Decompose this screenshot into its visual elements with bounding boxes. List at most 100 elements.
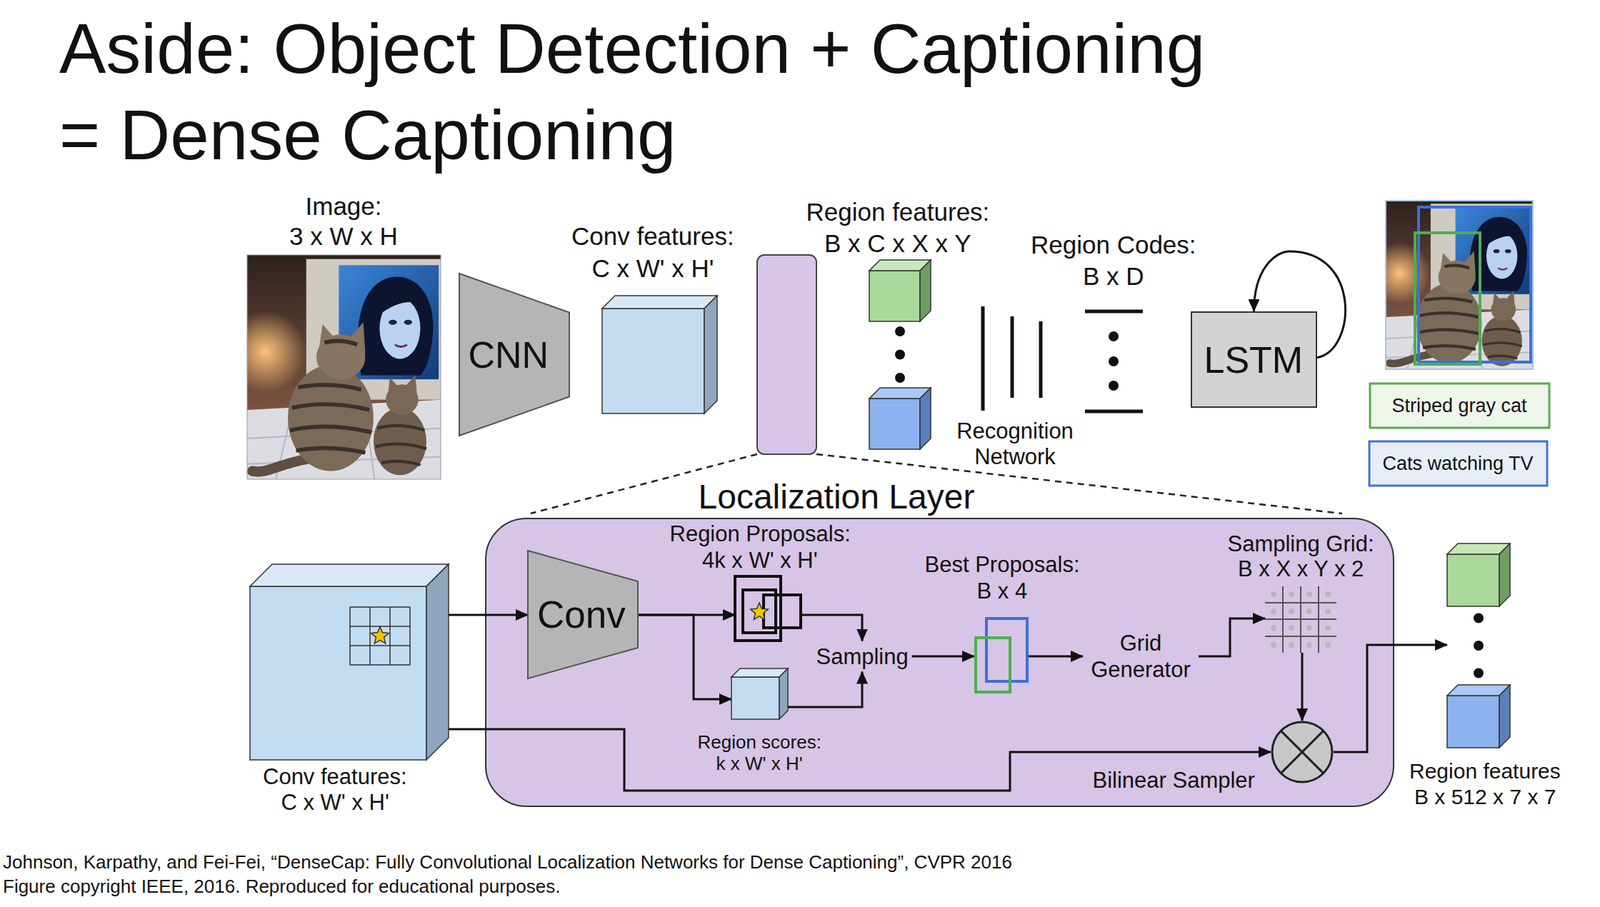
node-heading: Conv bbox=[537, 592, 626, 638]
dimension-text: C x W' x H' bbox=[281, 789, 390, 816]
detection-box bbox=[1418, 207, 1531, 363]
cube-front bbox=[869, 398, 920, 450]
connector-arrow bbox=[1198, 618, 1265, 657]
grid-dot bbox=[1306, 591, 1313, 598]
input-image-shape bbox=[247, 255, 441, 480]
grid-dot bbox=[1325, 608, 1331, 615]
dot bbox=[1108, 380, 1119, 391]
sampling-step: Sampling bbox=[812, 641, 913, 673]
grid-dot bbox=[1270, 625, 1277, 631]
sampler-circle bbox=[1272, 722, 1333, 783]
grid-dot bbox=[1306, 625, 1313, 631]
node-text: Grid Generator bbox=[1086, 630, 1195, 683]
proposal-box bbox=[975, 637, 1010, 693]
dimension-text: 3 x W x H bbox=[289, 221, 398, 252]
cube-top bbox=[250, 564, 449, 587]
detection-box bbox=[1415, 232, 1480, 365]
grid-dot bbox=[1306, 608, 1313, 615]
node-heading: Image: bbox=[305, 191, 383, 222]
dot bbox=[1108, 356, 1119, 367]
node-heading: Region Proposals: bbox=[670, 520, 851, 548]
heading-label: Region Codes: bbox=[1030, 230, 1197, 260]
connector-arrow bbox=[637, 615, 732, 700]
cube-front bbox=[602, 308, 705, 414]
feature-cube: Conv features:C x W' x H' bbox=[250, 564, 449, 760]
cube-side bbox=[779, 668, 788, 720]
cube-front bbox=[1447, 554, 1500, 607]
cube bbox=[731, 668, 788, 720]
node-text: Sampling bbox=[816, 643, 909, 670]
photo-frame bbox=[1385, 200, 1533, 370]
grid-line bbox=[1265, 635, 1337, 638]
cube bbox=[869, 260, 931, 322]
photo-frame bbox=[247, 255, 441, 480]
star-marker bbox=[371, 627, 390, 645]
proposal-box bbox=[986, 618, 1028, 682]
dimension-text: C x W' x H' bbox=[592, 253, 715, 284]
code-line bbox=[1085, 410, 1143, 414]
node-heading: Conv features: bbox=[571, 221, 735, 252]
grid-dot bbox=[1288, 591, 1295, 598]
output-image bbox=[1368, 200, 1533, 370]
node-heading: LSTM bbox=[1204, 337, 1304, 383]
box-outline bbox=[1191, 312, 1317, 408]
localization-band bbox=[485, 518, 1394, 807]
cube-top bbox=[602, 295, 718, 309]
grid-line bbox=[350, 606, 410, 608]
caption-box: Cats watching TV bbox=[1368, 440, 1548, 487]
grid-line bbox=[369, 607, 371, 665]
grid-line bbox=[1265, 618, 1337, 620]
cube-front bbox=[250, 586, 427, 760]
copyright-note: Figure copyright IEEE, 2016. Reproduced … bbox=[2, 875, 560, 898]
localization-layer: Localization LayerConvRegion Proposals:4… bbox=[485, 518, 1394, 807]
node-heading: Region scores: bbox=[697, 731, 822, 754]
box-outline bbox=[1370, 383, 1550, 428]
cube-side bbox=[1499, 543, 1510, 607]
connector-arrow bbox=[448, 614, 528, 617]
feature-bar bbox=[757, 255, 817, 455]
grid-line bbox=[389, 607, 391, 665]
node-heading: Striped gray cat bbox=[1392, 394, 1528, 418]
node-heading: Cats watching TV bbox=[1382, 452, 1534, 475]
cube bbox=[1447, 685, 1510, 748]
node-heading: Region features: bbox=[806, 197, 990, 228]
cube-front bbox=[869, 270, 920, 322]
slide-title: Aside: Object Detection + Captioning = D… bbox=[59, 5, 1231, 179]
dot bbox=[895, 326, 905, 337]
dot bbox=[1108, 331, 1119, 342]
dot bbox=[1473, 668, 1484, 679]
node-heading: Localization Layer bbox=[694, 476, 980, 518]
bilinear-sampler-node-shape bbox=[1270, 720, 1334, 784]
proposal-box bbox=[735, 576, 781, 641]
proposal-boxes-shape bbox=[974, 617, 1029, 694]
cube-side bbox=[426, 564, 449, 760]
output-photo bbox=[1368, 200, 1533, 370]
grid-dot bbox=[1270, 591, 1277, 598]
region-feature-stack: Region featuresB x 512 x 7 x 7 bbox=[1447, 543, 1510, 748]
sampling-grid-shape bbox=[1265, 586, 1337, 653]
cross-line bbox=[1281, 731, 1324, 774]
cube-side bbox=[920, 387, 931, 450]
dot bbox=[1473, 613, 1484, 624]
fc-line bbox=[1010, 316, 1015, 398]
node-heading: Sampling Grid: bbox=[1227, 530, 1375, 558]
grid-dot bbox=[1306, 642, 1313, 648]
node-heading: Conv features: bbox=[262, 763, 408, 790]
grid-dot bbox=[1325, 625, 1331, 631]
star-marker bbox=[750, 602, 769, 620]
grid-line bbox=[409, 607, 411, 665]
dimension-text: B x 512 x 7 x 7 bbox=[1414, 784, 1556, 810]
dot bbox=[895, 350, 905, 360]
connector-arrow bbox=[1301, 652, 1304, 721]
grid-dot bbox=[1270, 608, 1277, 615]
proposal-icon-shape bbox=[735, 576, 801, 643]
conv-trapezoid: Conv bbox=[527, 550, 638, 679]
dot bbox=[1473, 640, 1484, 651]
dimension-text: B x X x Y x 2 bbox=[1237, 555, 1364, 583]
trapezoid bbox=[459, 273, 570, 436]
region-feature-stack-shape bbox=[1447, 543, 1510, 748]
proposal-boxes: Best Proposals:B x 4 bbox=[974, 617, 1029, 694]
grid-line bbox=[1265, 602, 1337, 604]
feature-cube: Conv features:C x W' x H' bbox=[602, 295, 718, 414]
